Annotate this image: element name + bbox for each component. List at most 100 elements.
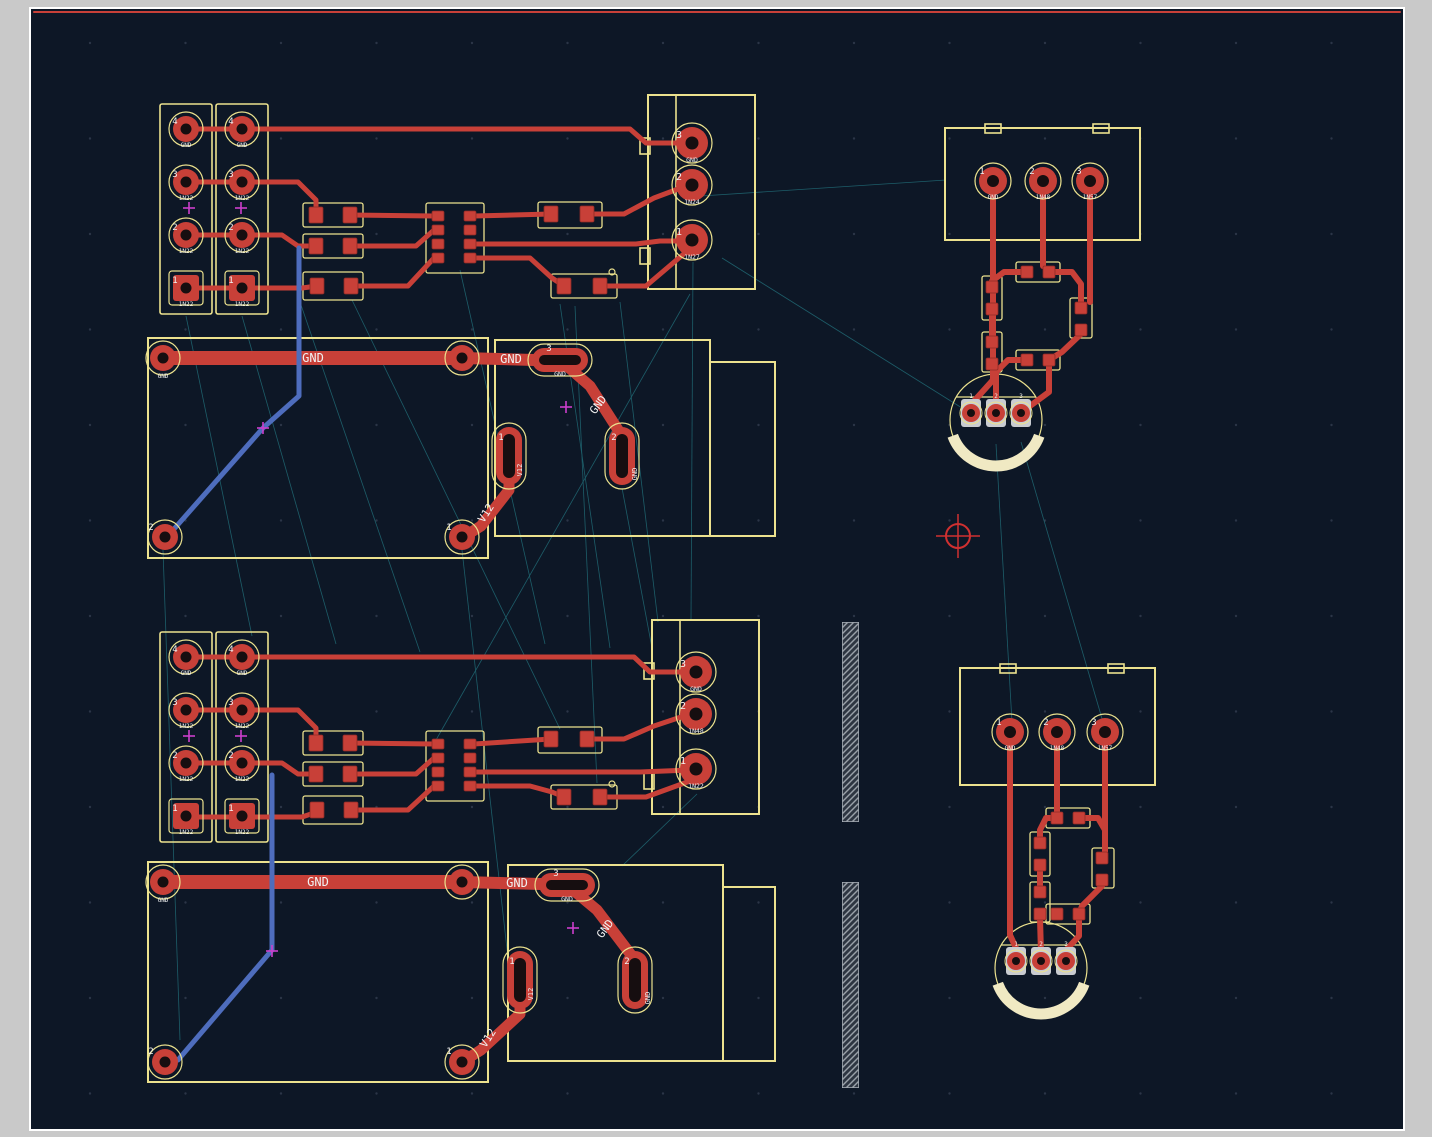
smd-pad[interactable] [342,206,358,224]
smd-pad[interactable] [308,734,324,752]
smd-pad[interactable] [1050,811,1064,825]
trace[interactable] [239,707,319,743]
hatch-line [842,1050,859,1069]
trace[interactable] [239,760,319,777]
trace[interactable] [584,711,693,742]
smd-pad[interactable] [592,277,608,295]
module-outline[interactable] [709,361,776,537]
smd-pad[interactable] [343,277,359,295]
connector-outline[interactable] [215,103,269,315]
smd-pad[interactable] [1095,851,1109,865]
smd-pad[interactable] [463,780,477,792]
smd-pad[interactable] [431,252,445,264]
smd-pad[interactable] [1033,836,1047,850]
smd-pad[interactable] [592,788,608,806]
trace[interactable] [347,755,437,777]
trace[interactable] [456,876,547,890]
smd-pad[interactable] [431,738,445,750]
trace[interactable] [471,238,689,247]
trace[interactable] [348,783,437,813]
smd-pad[interactable] [579,730,595,748]
trace[interactable] [989,269,1030,284]
trace[interactable] [1046,269,1084,307]
trace[interactable] [347,227,437,249]
connector-outline[interactable] [159,631,213,843]
smd-pad[interactable] [1095,873,1109,887]
smd-pad[interactable] [1074,323,1088,337]
smd-pad[interactable] [985,335,999,349]
smd-pad[interactable] [308,206,324,224]
trace[interactable] [239,179,319,215]
smd-pad[interactable] [309,801,325,819]
smd-pad[interactable] [1033,885,1047,899]
connector-outline[interactable] [215,631,269,843]
hatch-zone[interactable] [636,882,1064,1088]
trace[interactable] [993,357,1030,408]
trace[interactable] [597,249,689,289]
smd-pad[interactable] [342,237,358,255]
smd-pad[interactable] [985,280,999,294]
hatch-zone[interactable] [642,622,1058,822]
smd-pad[interactable] [342,765,358,783]
smd-pad[interactable] [431,766,445,778]
smd-pad[interactable] [1020,353,1034,367]
smd-pad[interactable] [431,752,445,764]
connector-outline[interactable] [647,94,756,290]
smd-pad[interactable] [1074,301,1088,315]
smd-pad[interactable] [579,205,595,223]
smd-pad[interactable] [431,224,445,236]
smd-pad[interactable] [1033,858,1047,872]
smd-pad[interactable] [985,302,999,316]
smd-pad[interactable] [463,224,477,236]
drill-origin-target[interactable] [936,514,980,558]
smd-pad[interactable] [543,730,559,748]
smd-pad[interactable] [463,738,477,750]
smd-pad[interactable] [431,238,445,250]
smd-pad[interactable] [343,801,359,819]
trace[interactable] [239,126,689,146]
smd-pad[interactable] [1050,907,1064,921]
smd-pad[interactable] [463,766,477,778]
trace[interactable] [1076,815,1108,851]
smd-pad[interactable] [1042,353,1056,367]
smd-pad[interactable] [308,765,324,783]
smd-pad[interactable] [463,238,477,250]
smd-pad[interactable] [431,210,445,222]
smd-pad[interactable] [556,277,572,295]
pad-number: 2 [994,393,998,400]
trace[interactable] [471,211,554,219]
trace[interactable] [347,212,437,219]
connector-outline[interactable] [159,103,213,315]
grid-dot [757,137,760,140]
connector-outline[interactable] [651,619,760,815]
trace[interactable] [597,778,693,800]
smd-pad[interactable] [463,752,477,764]
smd-pad[interactable] [342,734,358,752]
smd-pad[interactable] [543,205,559,223]
trace[interactable] [347,740,437,747]
trace[interactable] [348,255,437,289]
smd-pad[interactable] [309,277,325,295]
trace[interactable] [471,767,693,775]
smd-pad[interactable] [1033,907,1047,921]
smd-pad[interactable] [556,788,572,806]
trace[interactable] [584,183,689,217]
smd-pad[interactable] [1020,265,1034,279]
module-outline[interactable] [147,337,489,559]
trace-blue[interactable] [164,245,302,540]
smd-pad[interactable] [463,252,477,264]
trace[interactable] [239,232,319,249]
trace[interactable] [471,736,554,747]
smd-pad[interactable] [463,210,477,222]
module-outline[interactable] [722,886,776,1062]
smd-pad[interactable] [1072,907,1086,921]
pad-courtyard [168,217,204,253]
smd-pad[interactable] [431,780,445,792]
module-outline[interactable] [147,861,489,1083]
smd-pad[interactable] [308,237,324,255]
trace[interactable] [239,654,693,675]
smd-pad[interactable] [985,357,999,371]
smd-pad[interactable] [1042,265,1056,279]
smd-pad[interactable] [1072,811,1086,825]
